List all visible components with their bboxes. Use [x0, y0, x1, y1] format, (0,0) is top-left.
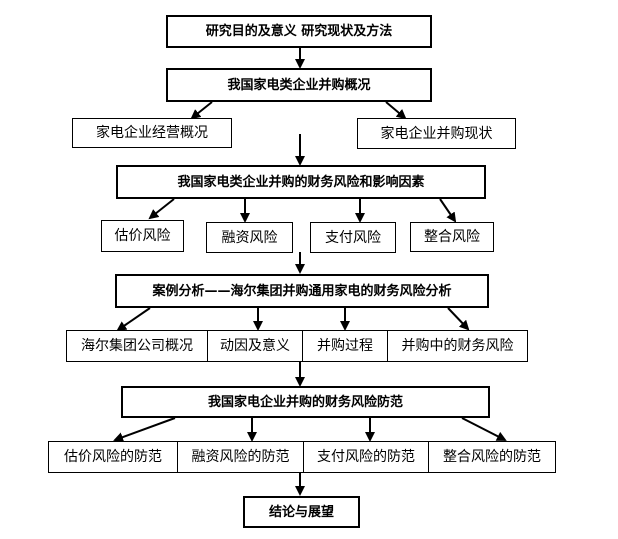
node-payment-prevention: 支付风险的防范 — [303, 441, 429, 473]
node-haier-overview: 海尔集团公司概况 — [66, 330, 208, 362]
node-integration-prevention: 整合风险的防范 — [428, 441, 556, 473]
node-risk-factors: 我国家电类企业并购的财务风险和影响因素 — [116, 165, 486, 199]
node-process: 并购过程 — [302, 330, 388, 362]
node-ma-status: 家电企业并购现状 — [357, 118, 516, 149]
node-risks-in-ma: 并购中的财务风险 — [387, 330, 528, 362]
arrow-prev-integration — [461, 417, 507, 441]
node-research-purpose: 研究目的及意义 研究现状及方法 — [166, 15, 432, 48]
arrow-prev-valuation — [113, 417, 176, 442]
node-operations: 家电企业经营概况 — [72, 118, 232, 148]
node-payment-risk: 支付风险 — [310, 222, 396, 253]
arrow-rf-valuation — [148, 198, 175, 220]
node-integration-risk: 整合风险 — [410, 222, 494, 252]
arrow-overview-mastatus — [385, 101, 407, 120]
arrow-case-risks — [447, 307, 470, 331]
node-motive: 动因及意义 — [207, 330, 303, 362]
node-prevention: 我国家电企业并购的财务风险防范 — [121, 386, 490, 418]
node-conclusion: 结论与展望 — [243, 496, 360, 528]
node-financing-prevention: 融资风险的防范 — [177, 441, 304, 473]
arrow-overview-operations — [190, 101, 213, 120]
node-overview: 我国家电类企业并购概况 — [166, 68, 432, 102]
node-valuation-risk: 估价风险 — [101, 220, 184, 252]
node-case-study: 案例分析——海尔集团并购通用家电的财务风险分析 — [115, 274, 489, 308]
arrow-rf-integration — [439, 198, 457, 223]
node-financing-risk: 融资风险 — [206, 222, 293, 253]
arrow-case-haier — [116, 307, 151, 332]
node-valuation-prevention: 估价风险的防范 — [48, 441, 178, 473]
